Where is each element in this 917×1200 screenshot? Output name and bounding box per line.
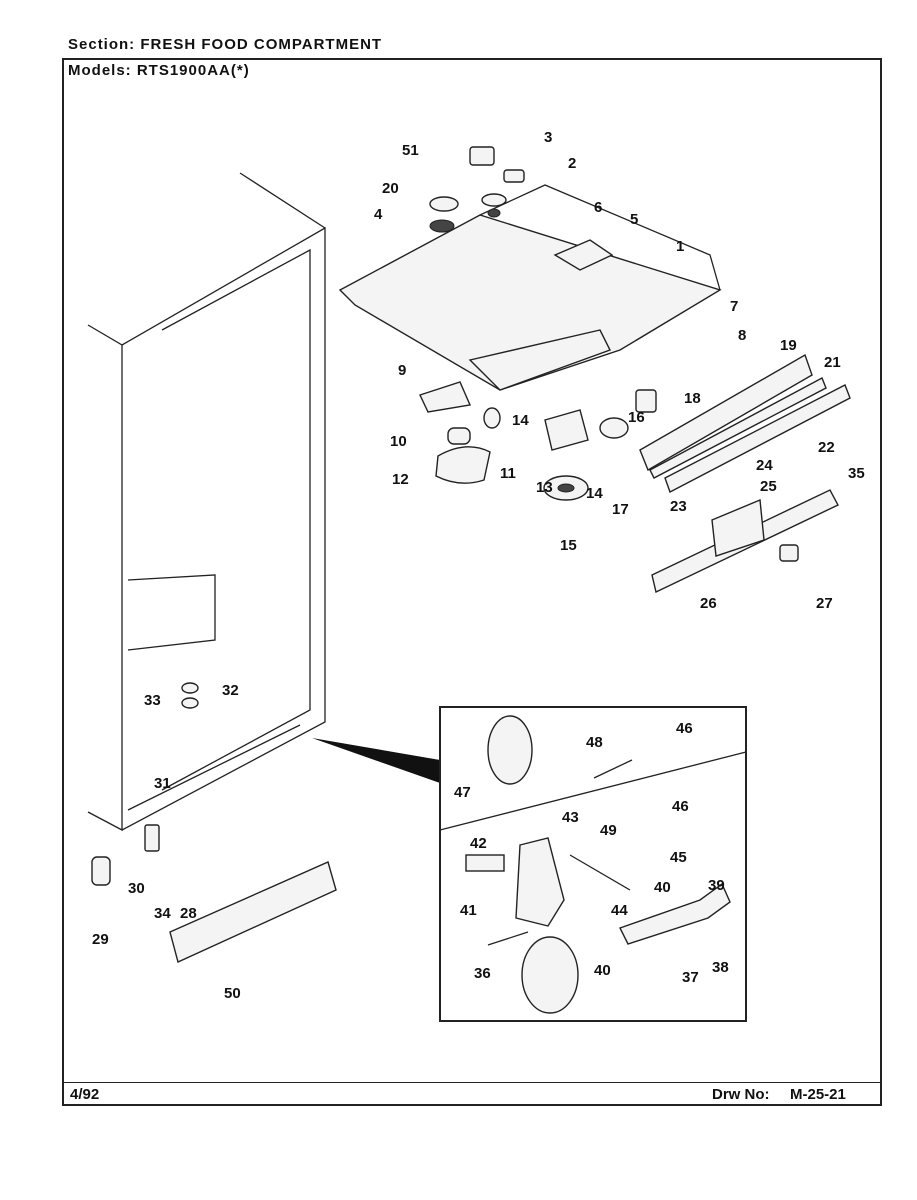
callout-10: 10 (390, 433, 407, 450)
callout-46: 46 (672, 798, 689, 815)
callout-29: 29 (92, 931, 109, 948)
callout-46: 46 (676, 720, 693, 737)
roller-inset (312, 706, 747, 1022)
callout-32: 32 (222, 682, 239, 699)
callout-1: 1 (676, 238, 684, 255)
callout-39: 39 (708, 877, 725, 894)
footer-drawing-label: Drw No: (712, 1086, 770, 1103)
callout-27: 27 (816, 595, 833, 612)
models-label: Models: (68, 62, 132, 79)
callout-24: 24 (756, 457, 773, 474)
callout-51: 51 (402, 142, 419, 159)
lamp-assembly (419, 381, 501, 484)
callout-34: 34 (154, 905, 171, 922)
callout-9: 9 (398, 362, 406, 379)
callout-5: 5 (630, 211, 638, 228)
footer-divider (62, 1082, 882, 1083)
cabinet-liner (87, 172, 326, 832)
models-heading: Models: RTS1900AA(*) (68, 62, 250, 79)
callout-42: 42 (470, 835, 487, 852)
footer-date: 4/92 (70, 1086, 99, 1103)
callout-35: 35 (848, 465, 865, 482)
control-housing-shelf (338, 184, 722, 391)
callout-36: 36 (474, 965, 491, 982)
callout-21: 21 (824, 354, 841, 371)
callout-37: 37 (682, 969, 699, 986)
callout-4: 4 (374, 206, 383, 223)
section-label: Section: (68, 36, 136, 53)
callout-22: 22 (818, 439, 835, 456)
callout-13: 13 (536, 479, 553, 496)
diagram-frame (62, 58, 882, 1106)
callout-19: 19 (780, 337, 797, 354)
callout-16: 16 (628, 409, 645, 426)
callout-44: 44 (611, 902, 628, 919)
callout-20: 20 (382, 180, 399, 197)
callout-7: 7 (730, 298, 738, 315)
callout-26: 26 (700, 595, 717, 612)
callout-38: 38 (712, 959, 729, 976)
callout-23: 23 (670, 498, 687, 515)
section-value: FRESH FOOD COMPARTMENT (140, 36, 383, 53)
callout-45: 45 (670, 849, 687, 866)
callout-15: 15 (560, 537, 577, 554)
callout-14: 14 (586, 485, 603, 502)
callout-2: 2 (568, 155, 576, 172)
callout-6: 6 (594, 199, 602, 216)
callout-11: 11 (500, 465, 516, 482)
callout-17: 17 (612, 501, 629, 518)
callout-12: 12 (392, 471, 409, 488)
callout-49: 49 (600, 822, 617, 839)
callout-47: 47 (454, 784, 471, 801)
switch-assembly (543, 389, 657, 501)
callout-31: 31 (154, 775, 171, 792)
callout-8: 8 (738, 327, 746, 344)
thermostat-knob (429, 146, 525, 233)
callout-3: 3 (544, 129, 552, 146)
callout-33: 33 (144, 692, 161, 709)
callout-25: 25 (760, 478, 777, 495)
callout-41: 41 (460, 902, 477, 919)
callout-18: 18 (684, 390, 701, 407)
lower-parts (91, 682, 337, 963)
callout-40: 40 (594, 962, 611, 979)
callout-48: 48 (586, 734, 603, 751)
models-value: RTS1900AA(*) (136, 62, 250, 79)
callout-50: 50 (224, 985, 241, 1002)
section-heading: Section: FRESH FOOD COMPARTMENT (68, 36, 382, 53)
slide-rails (639, 353, 851, 594)
callout-43: 43 (562, 809, 579, 826)
footer-drawing-number: M-25-21 (790, 1086, 846, 1103)
callout-30: 30 (128, 880, 145, 897)
callout-40: 40 (654, 879, 671, 896)
callout-28: 28 (180, 905, 197, 922)
callout-14: 14 (512, 412, 529, 429)
